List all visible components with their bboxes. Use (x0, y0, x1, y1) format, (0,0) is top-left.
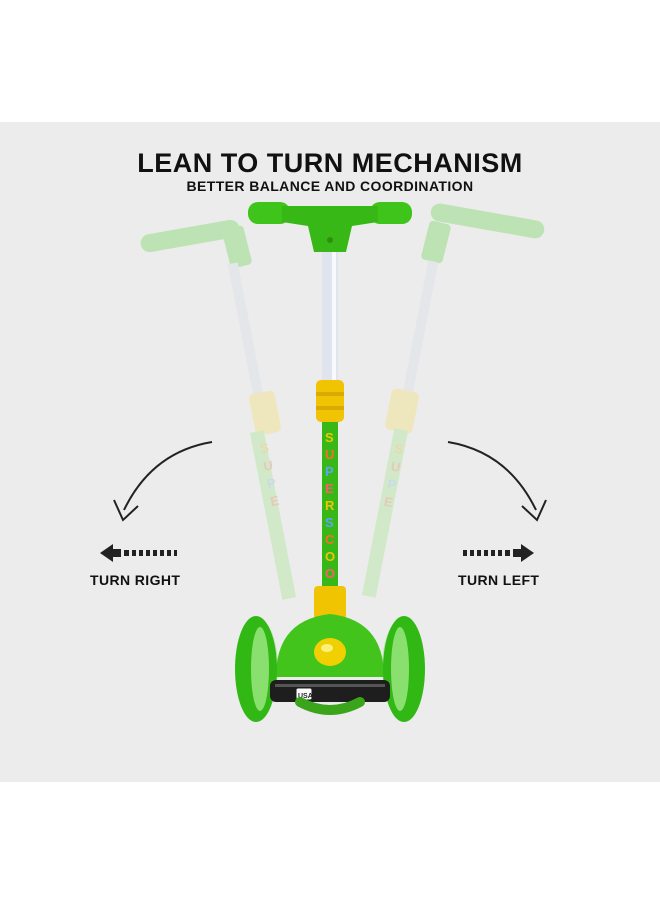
left-grip (248, 202, 290, 224)
t-bar (282, 206, 378, 252)
svg-text:U: U (262, 457, 274, 474)
stem-letter-5: R (325, 498, 335, 513)
stem-letter-6: S (325, 515, 334, 530)
axle-plate (270, 680, 390, 702)
svg-text:E: E (383, 494, 395, 510)
svg-text:E: E (269, 493, 281, 509)
svg-text:S: S (393, 441, 405, 457)
headline-subtitle: BETTER BALANCE AND COORDINATION (186, 178, 474, 194)
svg-text:S: S (259, 440, 271, 456)
stem-letter-2: U (325, 447, 334, 462)
dotted-arrow-left-icon (100, 544, 177, 562)
upper-collar (316, 380, 344, 422)
product-image-panel: LEAN TO TURN MECHANISM BETTER BALANCE AN… (0, 122, 660, 782)
curved-arrow-right-icon (447, 441, 547, 522)
stem-letter-3: P (325, 464, 334, 479)
curved-arrow-left-icon (113, 441, 213, 522)
deck-button (314, 638, 346, 666)
deck-logo-text: USA (298, 693, 313, 700)
dotted-arrow-right-icon (463, 544, 534, 562)
main-scooter: S U P E R S C O O USA (235, 202, 425, 722)
stem-letter-4: E (325, 481, 334, 496)
stem-letter-8: O (325, 549, 335, 564)
stem-letter-7: C (325, 532, 335, 547)
stem-letter-9: O (325, 566, 335, 581)
right-grip (370, 202, 412, 224)
turn-right-label: TURN RIGHT (90, 572, 181, 588)
svg-text:P: P (266, 475, 278, 491)
scooter-illustration: S U P E S U P E (100, 202, 547, 722)
stem (322, 422, 338, 590)
stem-letter-1: S (325, 430, 334, 445)
headline-title: LEAN TO TURN MECHANISM (137, 148, 523, 178)
lower-collar (314, 586, 346, 620)
svg-text:P: P (386, 476, 398, 492)
turn-left-label: TURN LEFT (458, 572, 540, 588)
svg-text:U: U (390, 458, 402, 475)
